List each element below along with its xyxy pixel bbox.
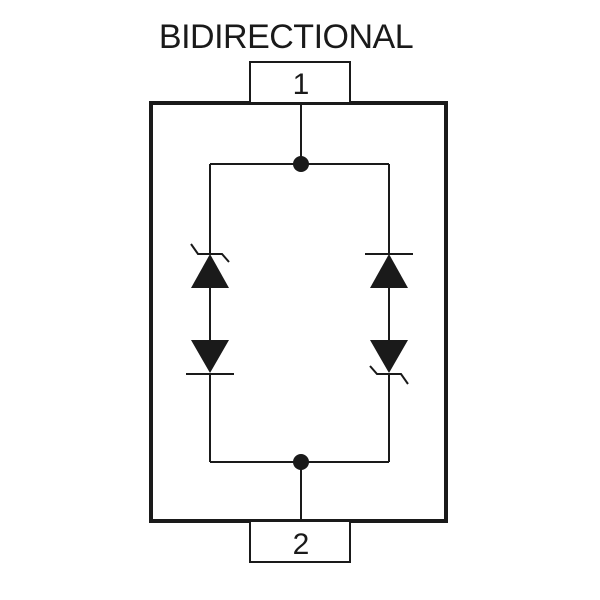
left-diode-icon (186, 340, 234, 375)
right-diode-icon (365, 253, 413, 288)
junction-dot-top (293, 156, 309, 172)
pin-2-tab (249, 520, 351, 563)
pin-1-label: 1 (293, 68, 310, 101)
junction-dot-bottom (293, 454, 309, 470)
diagram-title: BIDIRECTIONAL (159, 18, 413, 56)
pin-2-label: 2 (293, 528, 310, 561)
right-zener-diode-icon (369, 340, 409, 385)
left-zener-diode-icon (190, 243, 230, 288)
